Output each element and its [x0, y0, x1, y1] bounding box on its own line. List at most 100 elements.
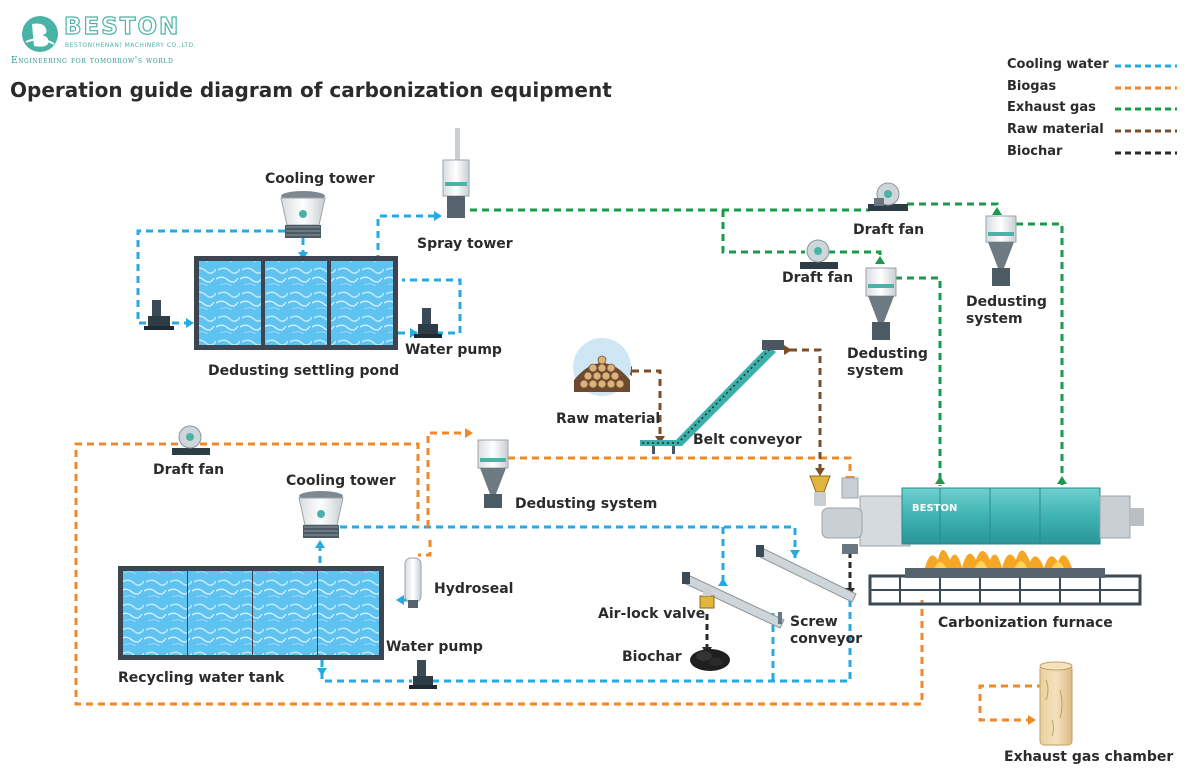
exhaust-gas-chamber	[1039, 661, 1073, 746]
water-pump-top-right	[414, 308, 442, 338]
flow-arrow	[465, 428, 473, 438]
cooling-water-line	[136, 229, 285, 325]
carbonization-furnace	[809, 475, 1144, 606]
cooling-tower-bottom	[298, 491, 344, 538]
dedusting-system-mid	[865, 267, 897, 340]
biochar-lines	[705, 552, 852, 650]
flow-arrow	[718, 578, 728, 586]
flow-arrow	[186, 318, 194, 328]
flow-arrow	[815, 468, 825, 476]
legend-label: Cooling water	[1007, 57, 1109, 72]
beston-logo-icon	[22, 16, 58, 52]
exhaust-gas-lines	[470, 202, 1064, 486]
biogas-line	[200, 442, 420, 527]
cooling-water-line	[376, 214, 440, 262]
flow-arrow	[875, 256, 885, 264]
dedusting-system-left	[477, 439, 509, 508]
draft-fan-mid	[800, 239, 838, 269]
legend-item-biogas: Biogas	[1007, 79, 1177, 97]
flow-arrow	[317, 668, 327, 676]
biogas-line	[508, 456, 852, 478]
raw-material-line	[632, 369, 662, 438]
flow-arrow	[1028, 715, 1036, 725]
legend-item-exhaust-gas: Exhaust gas	[1007, 100, 1177, 118]
cooling-water-line	[320, 660, 412, 683]
logo-subtitle: BESTON(HENAN) MACHINERY CO.,LTD.	[65, 42, 197, 49]
label-recycling-water-tank: Recycling water tank	[118, 670, 285, 686]
biogas-lines	[74, 431, 1044, 722]
cooling-tower-top	[280, 191, 326, 238]
page-title: Operation guide diagram of carbonization…	[10, 78, 612, 102]
furnace-brand: BESTON	[912, 503, 958, 514]
biochar-pile	[690, 649, 730, 671]
logo-tagline: Engineering for tomorrow's world	[11, 56, 174, 66]
draft-fan-left	[172, 425, 210, 455]
spray-tower	[442, 128, 470, 218]
label-water-pump-top: Water pump	[405, 342, 502, 358]
flow-arrow	[434, 211, 442, 221]
raw-material-lines	[632, 348, 822, 470]
legend-label: Biogas	[1007, 79, 1057, 94]
exhaust-gas-line	[1016, 222, 1064, 486]
label-dedusting-system-right: Dedusting system	[966, 294, 1047, 327]
cooling-water-line	[340, 525, 797, 558]
label-cooling-tower-bottom: Cooling tower	[286, 473, 396, 489]
biogas-line	[426, 431, 466, 527]
biogas-line	[74, 442, 924, 706]
label-air-lock-valve: Air-lock valve	[598, 606, 706, 622]
label-biochar: Biochar	[622, 649, 682, 665]
hydroseal	[404, 557, 422, 608]
label-raw-material: Raw material	[556, 411, 661, 427]
legend-label: Raw material	[1007, 122, 1104, 137]
exhaust-gas-arrows	[875, 207, 1067, 484]
exhaust-gas-line	[721, 210, 805, 254]
dedusting-settling-pond	[194, 256, 398, 350]
label-belt-conveyor: Belt conveyor	[693, 432, 802, 448]
water-pump-bottom	[409, 660, 437, 689]
exhaust-gas-line	[907, 202, 999, 215]
dedusting-system-right	[985, 215, 1017, 286]
exhaust-gas-line	[828, 250, 882, 262]
legend-label: Exhaust gas	[1007, 100, 1096, 115]
air-lock-valve	[699, 588, 715, 609]
flow-arrow	[790, 550, 800, 558]
flow-arrow	[992, 207, 1002, 215]
logo-name: BESTON	[63, 13, 181, 40]
flow-arrow	[935, 476, 945, 484]
label-hydroseal: Hydroseal	[434, 581, 514, 597]
water-pump-top	[144, 300, 174, 330]
flow-arrow	[315, 540, 325, 548]
legend-label: Biochar	[1007, 144, 1063, 159]
label-dedusting-settling-pond: Dedusting settling pond	[208, 363, 400, 379]
draft-fan-top	[868, 182, 908, 211]
flow-arrow	[784, 345, 792, 355]
exhaust-gas-line	[895, 276, 942, 486]
cooling-water-line	[432, 600, 852, 683]
label-dedusting-system-left: Dedusting system	[515, 496, 658, 512]
label-screw-conveyor: Screw conveyor	[790, 614, 863, 647]
label-dedusting-system-mid: Dedusting system	[847, 346, 928, 379]
legend-item-cooling-water: Cooling water	[1007, 57, 1177, 75]
legend-item-biochar: Biochar	[1007, 144, 1177, 162]
flow-arrow	[410, 328, 418, 338]
label-water-pump-bottom: Water pump	[386, 639, 483, 655]
raw-material-pile	[573, 338, 631, 396]
cooling-water-line	[402, 278, 462, 335]
label-spray-tower: Spray tower	[417, 236, 513, 252]
label-draft-fan-mid: Draft fan	[782, 270, 854, 286]
flow-arrow	[396, 595, 404, 605]
raw-material-line	[790, 348, 822, 470]
label-carbonization-furnace: Carbonization furnace	[938, 615, 1113, 631]
belt-conveyor	[640, 340, 784, 454]
flow-arrow	[1057, 476, 1067, 484]
biogas-line	[418, 540, 432, 557]
label-draft-fan-left: Draft fan	[153, 462, 225, 478]
label-cooling-tower-top: Cooling tower	[265, 171, 375, 187]
biogas-line	[978, 684, 1044, 722]
label-draft-fan-top: Draft fan	[853, 222, 925, 238]
recycling-water-tank	[118, 566, 384, 660]
label-exhaust-gas-chamber: Exhaust gas chamber	[1004, 749, 1174, 765]
legend-item-raw-material: Raw material	[1007, 122, 1177, 140]
